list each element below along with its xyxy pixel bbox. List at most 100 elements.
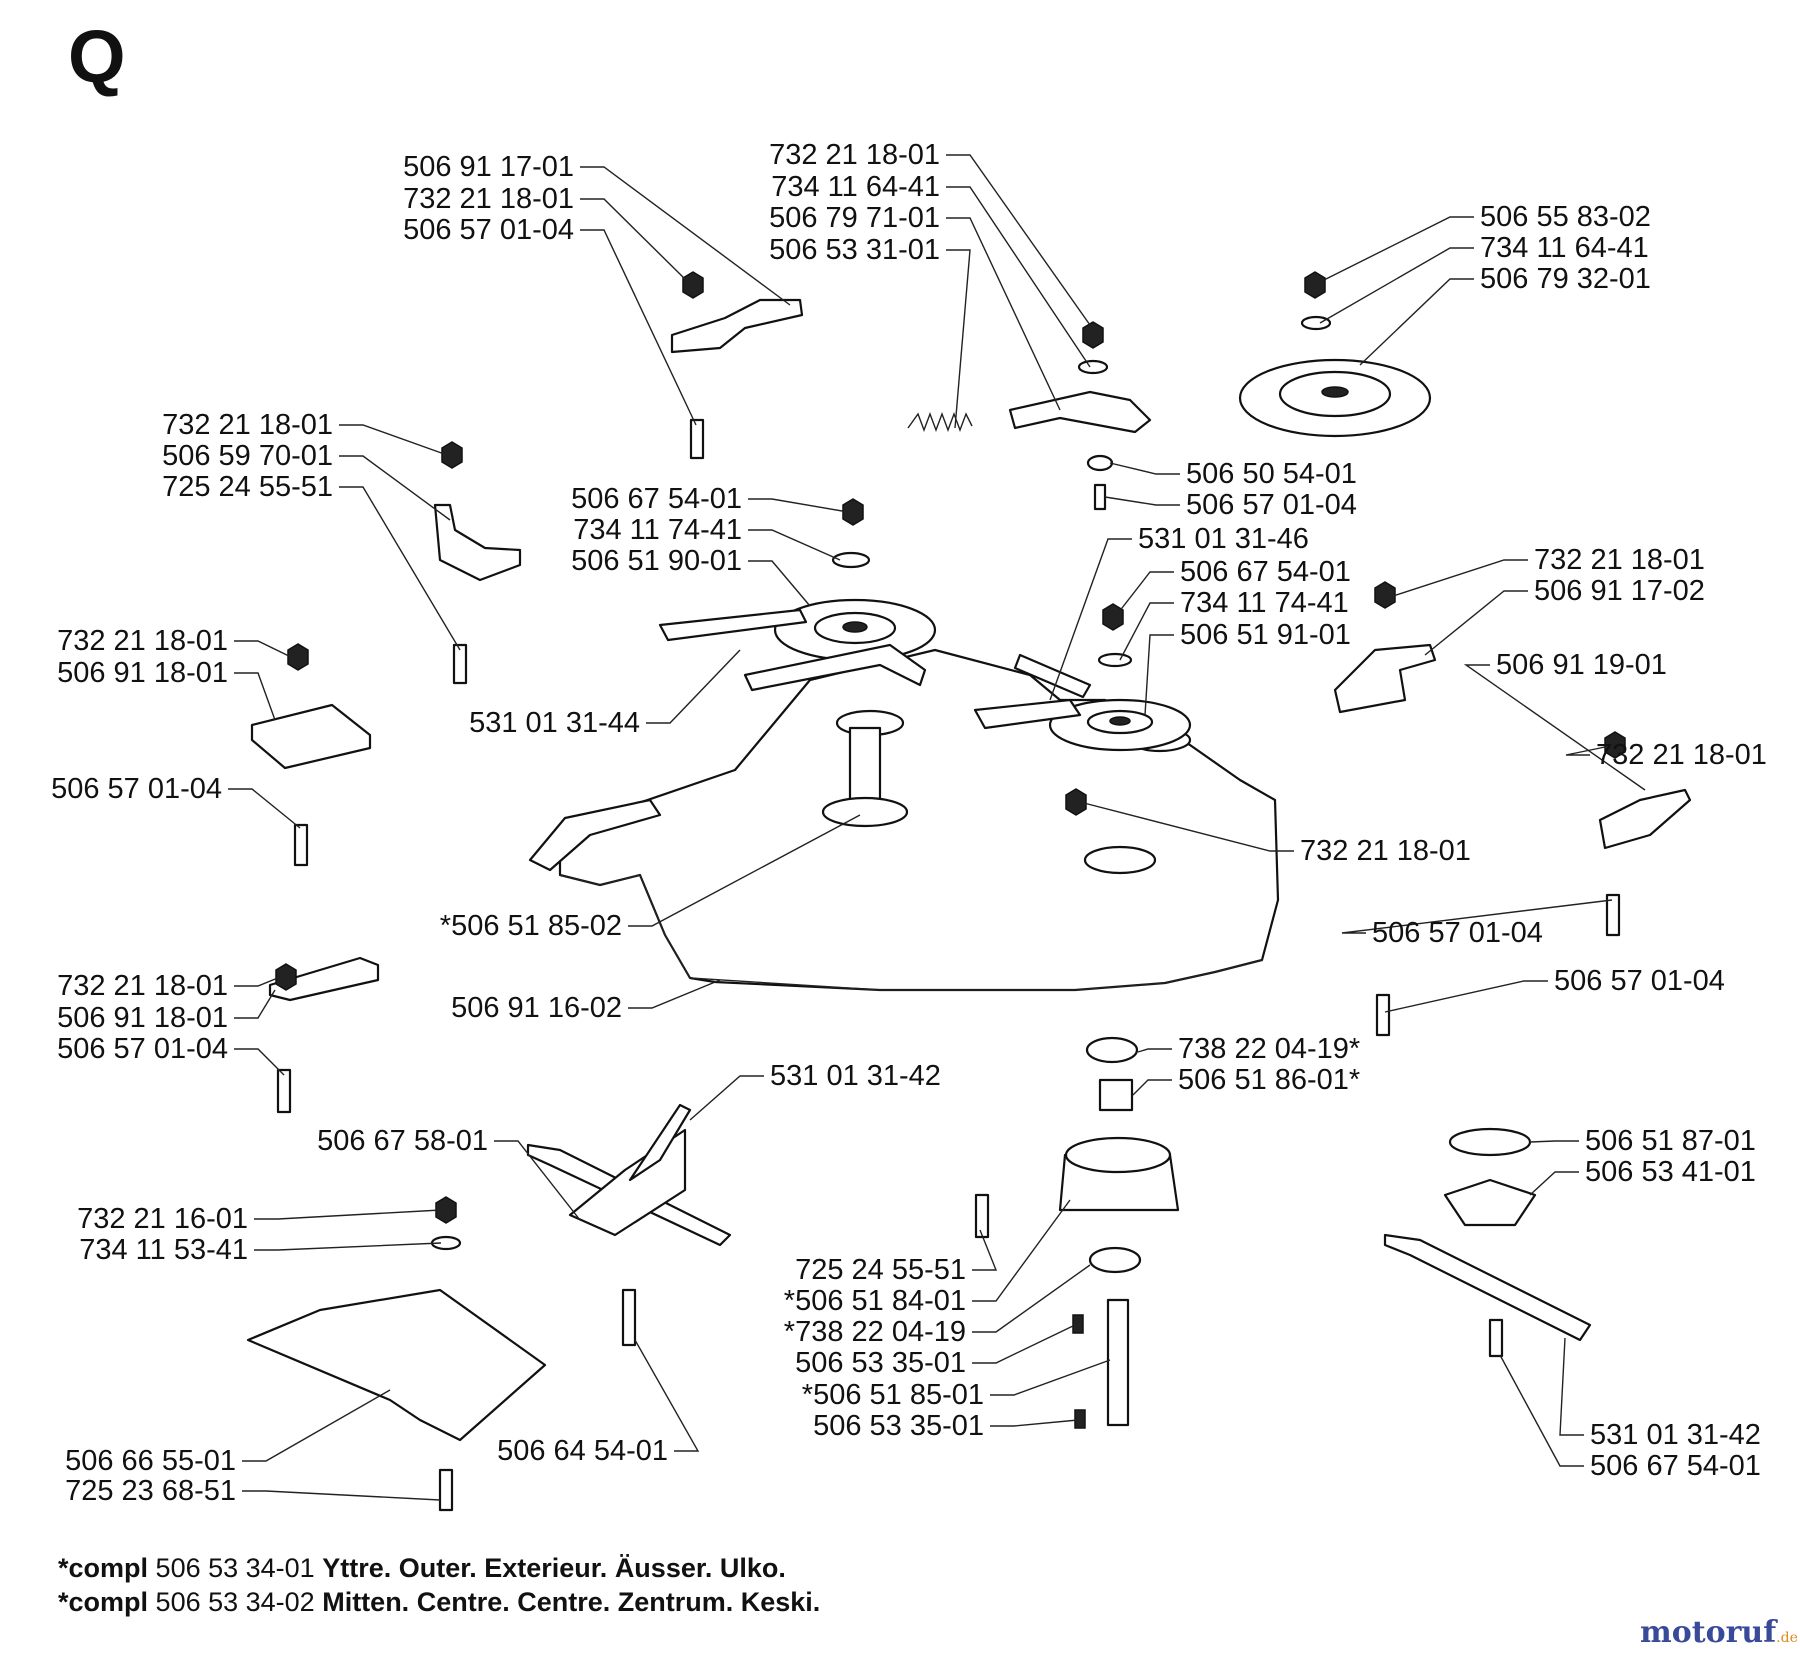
part-number-label: 734 11 74-41 <box>573 514 742 546</box>
leader-line <box>494 1140 581 1221</box>
part-number-label: 506 67 54-01 <box>571 483 742 515</box>
part-number-label: 506 50 54-01 <box>1186 458 1357 490</box>
part-number-label: 725 24 55-51 <box>162 471 333 503</box>
leader-line <box>1137 1048 1172 1053</box>
part-number-label: 506 79 32-01 <box>1480 263 1651 295</box>
leader-line <box>689 1075 764 1121</box>
leader-line <box>1499 1354 1584 1467</box>
part-number-label: 732 21 18-01 <box>1534 544 1705 576</box>
leader-line <box>748 560 811 607</box>
washer-734-11-74-41-a <box>831 551 871 569</box>
leader-line <box>234 989 276 1019</box>
blade-adapter-506-53-41 <box>1443 1178 1537 1227</box>
leader-line <box>1424 590 1528 656</box>
footnote-centre: *compl 506 53 34-02 Mitten. Centre. Cent… <box>58 1587 820 1618</box>
leader-line <box>254 1242 442 1251</box>
leader-line <box>228 788 301 829</box>
bolt-head-506-67-54-01-upper <box>842 498 864 526</box>
leader-line <box>234 974 286 987</box>
leader-line <box>242 1389 391 1462</box>
part-number-label: 732 21 16-01 <box>77 1203 248 1235</box>
leader-line <box>1144 634 1174 716</box>
leader-line <box>628 979 721 1009</box>
leader-line <box>972 1229 998 1271</box>
leader-line <box>1392 559 1528 597</box>
part-number-label: 531 01 31-44 <box>469 707 640 739</box>
part-number-label: 725 23 68-51 <box>65 1475 236 1507</box>
bolt-506-57-01-04-c <box>276 1068 292 1114</box>
part-number-label: 506 57 01-04 <box>57 1033 228 1065</box>
part-number-label: 506 91 16-02 <box>451 992 622 1024</box>
leader-line <box>1384 980 1548 1013</box>
leader-line <box>1341 899 1613 934</box>
part-number-label: 506 51 91-01 <box>1180 619 1351 651</box>
part-number-label: 506 53 35-01 <box>813 1410 984 1442</box>
part-number-label: *506 51 85-01 <box>802 1379 984 1411</box>
part-number-label: 732 21 18-01 <box>57 625 228 657</box>
key-506-53-35-01-a <box>1072 1314 1084 1334</box>
leader-line <box>1559 1337 1584 1436</box>
leader-line <box>1104 496 1180 506</box>
leader-line <box>1132 1079 1172 1096</box>
leader-line <box>972 1199 1071 1302</box>
part-number-label: *738 22 04-19 <box>784 1316 966 1348</box>
bolt-506-57-01-04-d <box>1605 893 1621 937</box>
bolt-506-57-01-04-f <box>1093 483 1107 511</box>
part-number-label: 732 21 18-01 <box>1300 835 1471 867</box>
bracket-506-91-19-01 <box>1598 788 1692 850</box>
bearing-738-22-04-19-lower <box>1088 1246 1142 1274</box>
bracket-506-91-17-01 <box>670 298 804 354</box>
part-number-label: 506 64 54-01 <box>497 1435 668 1467</box>
nut-732-21-18-01-e <box>1374 581 1396 609</box>
part-number-label: 506 91 19-01 <box>1496 649 1667 681</box>
spindle-base <box>821 796 909 828</box>
leader-lines <box>228 154 1646 1501</box>
leader-line <box>1359 278 1474 366</box>
part-number-label: 506 55 83-02 <box>1480 201 1651 233</box>
deflector-506-66-55 <box>246 1288 547 1442</box>
leader-line <box>1119 602 1174 661</box>
part-number-label: 506 53 41-01 <box>1585 1156 1756 1188</box>
leader-line <box>1463 664 1646 791</box>
part-number-label: 506 91 17-02 <box>1534 575 1705 607</box>
part-number-label: 732 21 18-01 <box>57 970 228 1002</box>
v-belt-upper-right <box>1013 653 1092 699</box>
watermark-logo: motoruf.de <box>1640 1615 1798 1650</box>
spring-506-53-31 <box>907 412 973 432</box>
leader-line <box>946 249 971 429</box>
spindle-housing-flange <box>1064 1136 1172 1174</box>
part-number-label: 506 91 18-01 <box>57 1002 228 1034</box>
leader-line <box>1109 462 1180 475</box>
nut-732-21-16-01 <box>435 1196 457 1224</box>
leader-line <box>946 186 1091 368</box>
nut-732-21-18-01-d <box>1082 321 1104 349</box>
footnote-prefix: *compl <box>58 1587 149 1617</box>
part-number-label: 734 11 74-41 <box>1180 587 1349 619</box>
part-number-label: 506 51 86-01* <box>1178 1064 1360 1096</box>
part-number-label: 506 53 35-01 <box>795 1347 966 1379</box>
part-number-label: 506 79 71-01 <box>769 202 940 234</box>
part-number-label: 506 67 54-01 <box>1180 556 1351 588</box>
leader-line <box>339 424 448 456</box>
part-drawings <box>246 271 1692 1512</box>
drive-pulley-506-79-32-hub <box>1321 386 1349 398</box>
bolt-725-24-55-51-a <box>452 643 468 685</box>
tension-arm-506-79-71 <box>1008 390 1152 434</box>
leader-line <box>1319 247 1474 324</box>
part-number-label: 506 51 87-01 <box>1585 1125 1756 1157</box>
part-number-label: 506 59 70-01 <box>162 440 333 472</box>
leader-line <box>1565 744 1616 756</box>
footnote-text: Mitten. Centre. Centre. Zentrum. Keski. <box>322 1587 821 1617</box>
part-number-label: 506 51 90-01 <box>571 545 742 577</box>
part-number-label: 732 21 18-01 <box>769 139 940 171</box>
part-number-label: 506 67 54-01 <box>1590 1450 1761 1482</box>
leader-line <box>1319 216 1474 283</box>
leader-line <box>234 1048 285 1076</box>
bolt-506-57-01-04-e <box>1375 993 1391 1037</box>
part-number-label: 531 01 31-46 <box>1138 523 1309 555</box>
blade-531-01-31-42-right <box>1383 1233 1592 1342</box>
nut-732-21-18-01-a <box>682 271 704 299</box>
leader-line <box>990 1359 1111 1396</box>
part-number-label: 725 24 55-51 <box>795 1254 966 1286</box>
nut-732-21-18-01-c <box>287 643 309 671</box>
